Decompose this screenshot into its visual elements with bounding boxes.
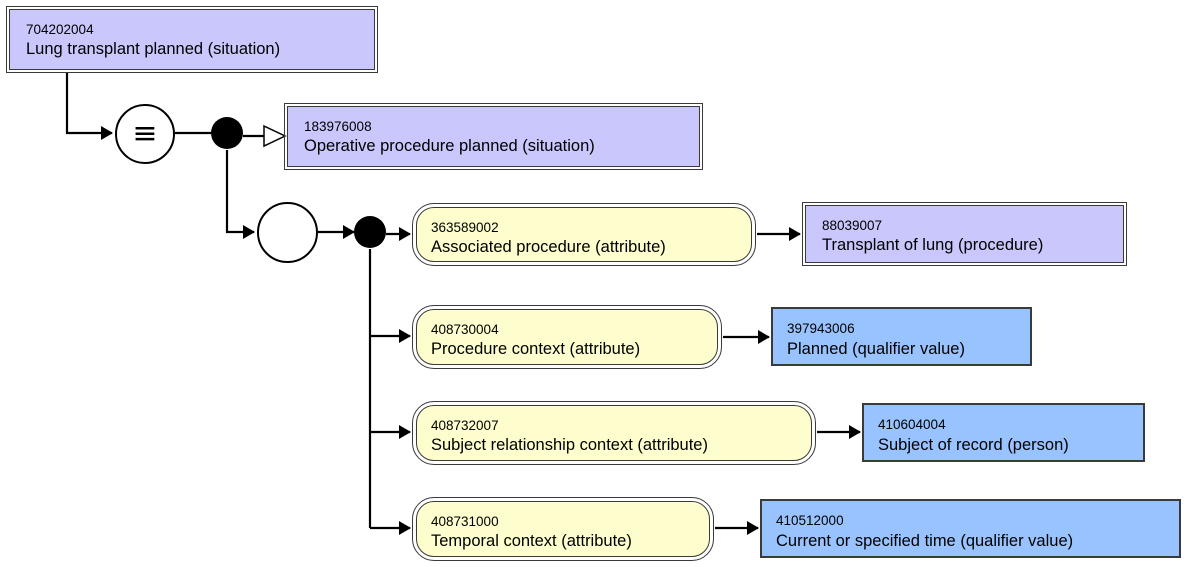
attribute-id: 408731000	[431, 514, 499, 529]
conjunction-to-group-line	[225, 150, 255, 239]
value-subject-of-record[interactable]: 410604004 Subject of record (person)	[862, 403, 1145, 462]
focus-concept-term: Lung transplant planned (situation)	[26, 40, 281, 58]
equivalent-icon: ≡	[132, 116, 158, 151]
attribute-procedure-context[interactable]: 408730004 Procedure context (attribute)	[412, 305, 722, 369]
value-term: Transplant of lung (procedure)	[822, 236, 1044, 254]
attribute-id: 408730004	[431, 322, 499, 337]
attribute-id: 363589002	[431, 220, 499, 235]
conjunction-dot	[211, 117, 243, 149]
parent-concept[interactable]: 183976008 Operative procedure planned (s…	[284, 103, 703, 170]
value-planned[interactable]: 397943006 Planned (qualifier value)	[771, 307, 1032, 366]
value-term: Current or specified time (qualifier val…	[776, 532, 1074, 550]
attribute-term: Procedure context (attribute)	[431, 340, 641, 358]
parent-concept-id: 183976008	[304, 119, 372, 134]
attribute-temporal-context[interactable]: 408731000 Temporal context (attribute)	[412, 497, 714, 561]
attribute-term: Temporal context (attribute)	[431, 532, 632, 550]
equivalent-definition-operator: ≡	[115, 104, 175, 164]
attribute-term: Subject relationship context (attribute)	[431, 436, 708, 454]
value-current-or-specified-time[interactable]: 410512000 Current or specified time (qua…	[760, 499, 1181, 558]
value-id: 410512000	[776, 513, 844, 528]
focus-concept[interactable]: 704202004 Lung transplant planned (situa…	[6, 6, 378, 73]
attribute-subject-relationship-context[interactable]: 408732007 Subject relationship context (…	[412, 401, 816, 465]
value-term: Subject of record (person)	[878, 436, 1069, 454]
value-id: 88039007	[822, 218, 883, 233]
value-transplant-of-lung[interactable]: 88039007 Transplant of lung (procedure)	[802, 202, 1127, 266]
attribute-associated-procedure[interactable]: 363589002 Associated procedure (attribut…	[412, 203, 756, 266]
value-id: 397943006	[787, 321, 855, 336]
focus-to-definition-line	[65, 72, 113, 140]
group-conjunction-dot	[354, 216, 386, 248]
focus-concept-id: 704202004	[26, 22, 94, 37]
parent-concept-term: Operative procedure planned (situation)	[304, 137, 595, 155]
attribute-id: 408732007	[431, 418, 499, 433]
value-term: Planned (qualifier value)	[787, 340, 965, 358]
value-id: 410604004	[878, 417, 946, 432]
attribute-term: Associated procedure (attribute)	[431, 238, 666, 256]
attribute-group-operator	[257, 202, 318, 263]
